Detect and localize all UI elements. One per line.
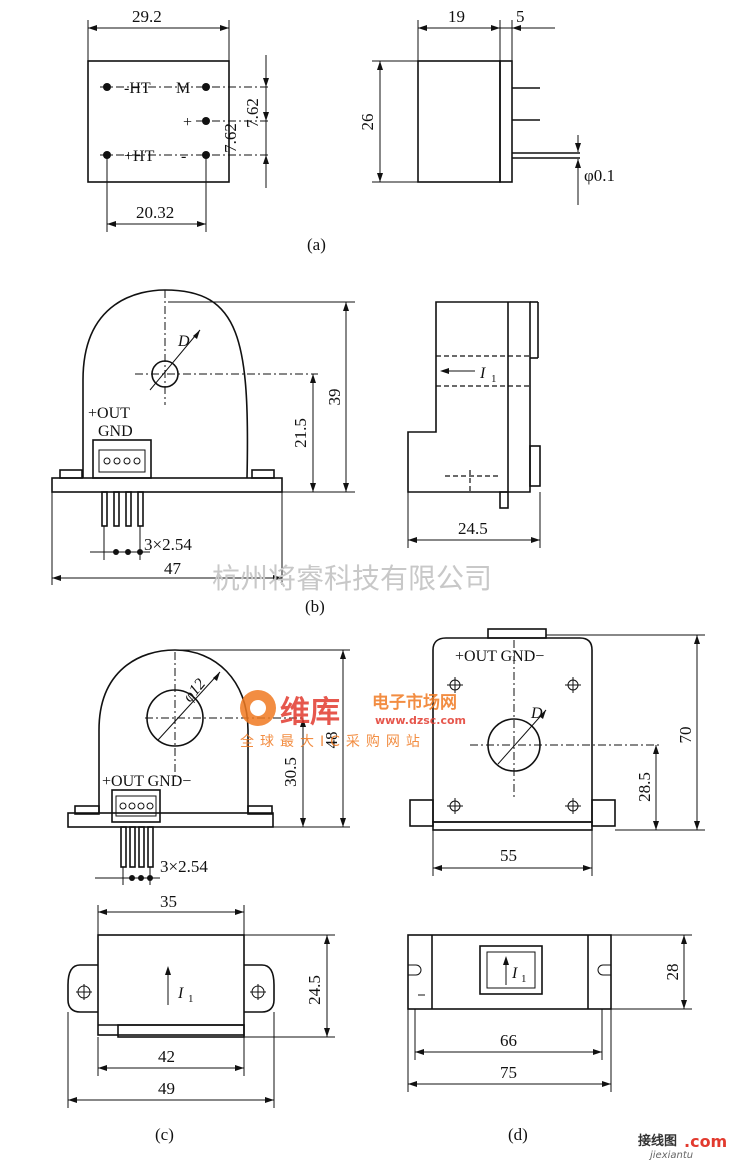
dim-b-height: 39 (325, 389, 344, 406)
pin-label-m: M (176, 80, 190, 97)
pin-label-minus: - (181, 148, 186, 165)
dim-a-pitch-2: 7.62 (221, 123, 240, 153)
bore-label-d: D (530, 705, 543, 722)
panel-b-side-view: I 1 24.5 (407, 301, 541, 548)
panel-b-front-view: D +OUT GND 3×2.54 (51, 289, 355, 585)
dim-a-width: 29.2 (132, 7, 162, 26)
dim-c-height: 48 (322, 732, 341, 749)
dim-c-center: 30.5 (281, 757, 300, 787)
dim-a-pin-row: 20.32 (136, 203, 174, 222)
dim-b-width: 47 (164, 559, 182, 578)
label-d-current-sub: 1 (521, 973, 527, 985)
panel-a-front-view: 29.2 -HT M + +HT - 7.62 7.62 (87, 7, 269, 232)
dim-a-pin-diameter: φ0.1 (584, 166, 615, 185)
panel-c-bottom-view: I 1 35 24.5 42 (67, 892, 335, 1108)
watermark-dzsc: 维库 电子市场网 www.dzsc.com 全球最大IC采购网站 (240, 690, 466, 750)
dim-d-width: 75 (500, 1063, 517, 1082)
panel-b: D +OUT GND 3×2.54 (51, 289, 541, 616)
dim-a-depth: 19 (448, 7, 465, 26)
label-b-current: I (479, 365, 486, 382)
label-c-current-sub: 1 (188, 993, 194, 1005)
caption-c: (c) (155, 1125, 174, 1144)
watermark-slogan: 全球最大IC采购网站 (240, 733, 426, 750)
label-d-current: I (511, 965, 518, 982)
watermark-brand: 维库 (280, 695, 340, 730)
dim-d-height: 70 (676, 727, 695, 744)
dim-b-pitch: 3×2.54 (144, 535, 192, 554)
watermark-corner-url: jiexiantu (648, 1150, 693, 1161)
panel-a: 29.2 -HT M + +HT - 7.62 7.62 (87, 7, 615, 254)
label-b-current-sub: 1 (491, 373, 497, 385)
dim-a-lead: 5 (516, 7, 525, 26)
label-b-out: +OUT (88, 405, 130, 422)
dim-c-bore: φ12 (180, 676, 209, 706)
watermark-corner: 接线图 .com jiexiantu (638, 1132, 727, 1161)
dim-b-depth: 24.5 (458, 519, 488, 538)
pin-label-minus-ht: -HT (124, 80, 151, 97)
label-d-out-gnd: +OUT GND− (455, 648, 544, 665)
panel-c: φ12 +OUT GND− 3×2.54 48 (67, 649, 350, 1144)
dim-d-base: 55 (500, 846, 517, 865)
caption-a: (a) (307, 235, 326, 254)
bore-label-b: D (177, 333, 190, 350)
dim-c-width: 49 (158, 1079, 175, 1098)
watermark-url: www.dzsc.com (375, 714, 466, 727)
panel-d: +OUT GND− D 70 28.5 (407, 628, 705, 1144)
panel-d-front-view: +OUT GND− D 70 28.5 (409, 628, 705, 876)
dim-a-height: 26 (358, 114, 377, 131)
caption-b: (b) (305, 597, 325, 616)
dim-c-pitch: 3×2.54 (160, 857, 208, 876)
dim-d-bottom-height: 28 (663, 964, 682, 981)
label-c-current: I (177, 985, 184, 1002)
watermark-corner-com: .com (684, 1132, 727, 1151)
dim-a-pitch-1: 7.62 (243, 98, 262, 128)
dim-c-body: 42 (158, 1047, 175, 1066)
watermark-company: 杭州将睿科技有限公司 (212, 562, 492, 595)
pin-label-plus-ht: +HT (124, 148, 155, 165)
dim-b-center: 21.5 (291, 418, 310, 448)
panel-c-front-view: φ12 +OUT GND− 3×2.54 48 (67, 649, 350, 885)
caption-d: (d) (508, 1125, 528, 1144)
dim-d-center: 28.5 (635, 772, 654, 802)
pin-label-plus: + (183, 114, 192, 131)
label-b-gnd: GND (98, 423, 133, 440)
label-c-out-gnd: +OUT GND− (102, 773, 191, 790)
panel-d-bottom-view: I 1 28 66 75 (407, 934, 692, 1092)
panel-a-side-view: 19 5 26 φ0.1 (358, 7, 615, 205)
dim-d-body: 66 (500, 1031, 517, 1050)
watermark-brand-sub: 电子市场网 (372, 692, 457, 713)
dim-c-bottom-height: 24.5 (305, 975, 324, 1005)
dim-c-top: 35 (160, 892, 177, 911)
watermark-corner-text: 接线图 (638, 1133, 677, 1149)
